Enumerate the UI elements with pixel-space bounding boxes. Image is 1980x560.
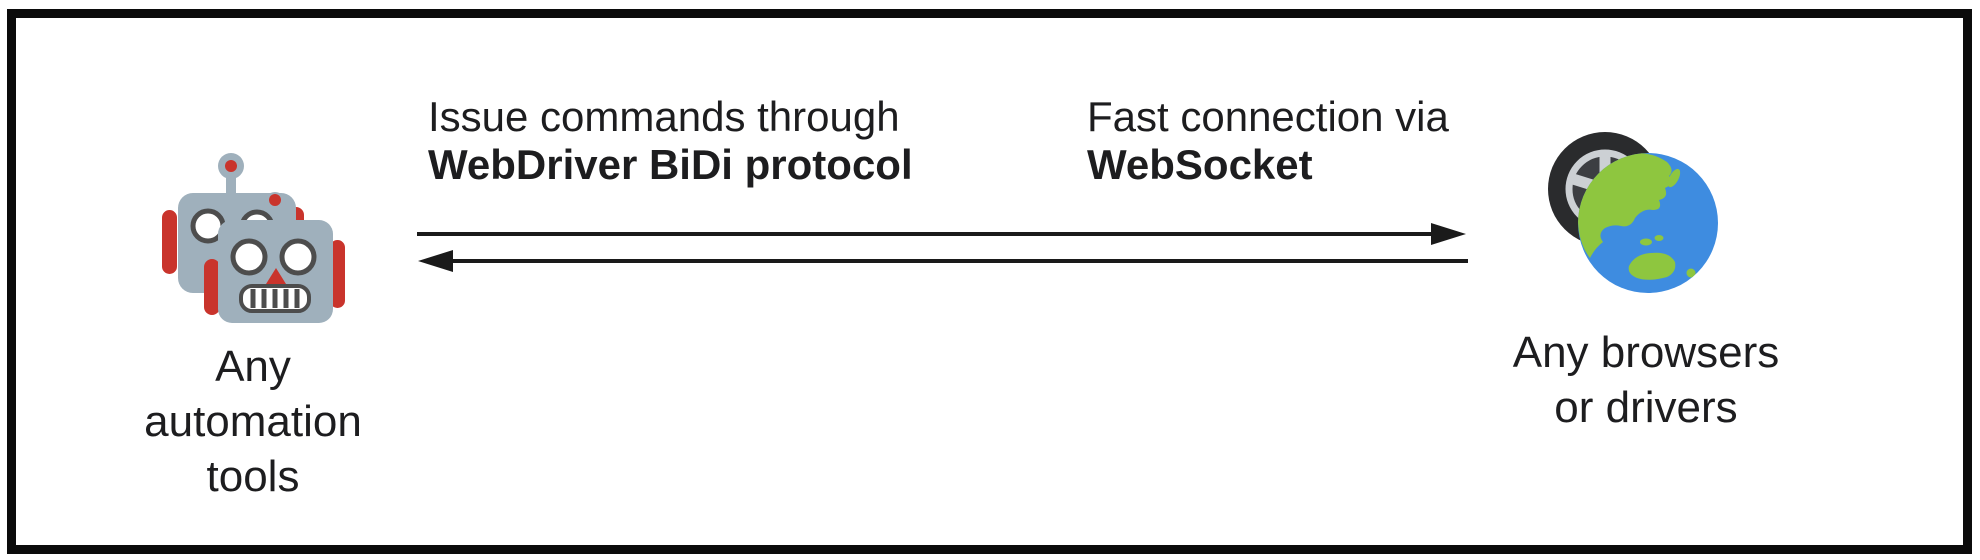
automation-tools-caption: Any automation tools: [144, 339, 362, 504]
robot-ear: [162, 210, 177, 274]
websocket-label: Fast connection via WebSocket: [1087, 93, 1449, 189]
label-bold-text: WebDriver BiDi protocol: [428, 141, 913, 188]
globe-icon: [1577, 153, 1718, 293]
caption-line: or drivers: [1554, 383, 1738, 432]
caption-line: tools: [206, 452, 300, 501]
browsers-caption: Any browsers or drivers: [1513, 325, 1780, 435]
globe-wheel-icon: [1547, 132, 1718, 293]
label-regular-text: Fast connection via: [1087, 93, 1449, 140]
return-arrow-head: [418, 250, 453, 272]
forward-arrow-head: [1431, 223, 1466, 245]
label-regular-text: Issue commands through: [428, 93, 900, 140]
caption-line: automation: [144, 397, 362, 446]
caption-line: Any: [215, 342, 291, 391]
automation-tools-node: Any automation tools: [73, 147, 433, 504]
label-bold-text: WebSocket: [1087, 141, 1313, 188]
bidi-protocol-label: Issue commands through WebDriver BiDi pr…: [428, 93, 913, 189]
robot-nose: [266, 268, 286, 284]
robots-icon: [162, 153, 345, 323]
browsers-node: Any browsers or drivers: [1466, 130, 1826, 435]
robot-eye: [230, 238, 268, 276]
bidirectional-arrows: [417, 223, 1468, 272]
caption-line: Any browsers: [1512, 328, 1780, 377]
